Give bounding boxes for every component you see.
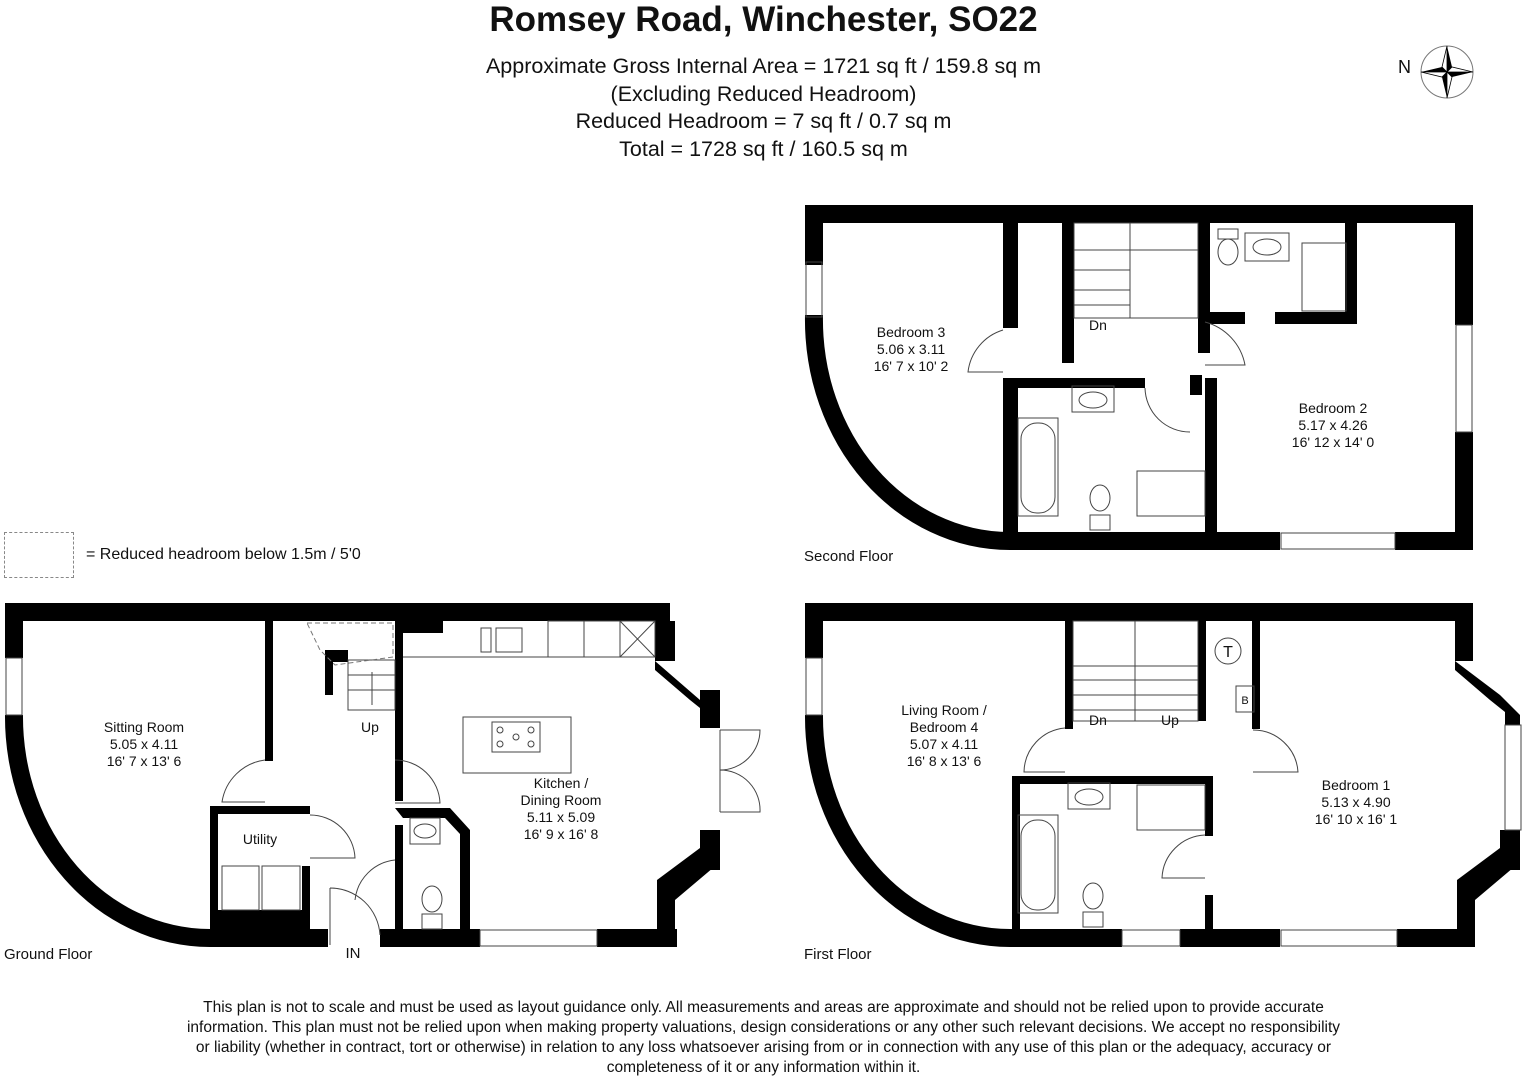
legend: = Reduced headroom below 1.5m / 5'0: [4, 530, 361, 580]
room-metric: 5.13 x 4.90: [1321, 794, 1391, 810]
room-bedroom-3: Bedroom 3 5.06 x 3.11 16' 7 x 10' 2: [874, 324, 949, 375]
reduced-headroom-line: Reduced Headroom = 7 sq ft / 0.7 sq m: [575, 109, 952, 133]
excluding-line: (Excluding Reduced Headroom): [610, 81, 917, 106]
cupboard-t-label: T: [1223, 644, 1233, 661]
ground-stair-label: Up: [361, 719, 379, 735]
disclaimer: This plan is not to scale and must be us…: [186, 999, 1341, 1076]
room-name: Living Room /: [901, 702, 987, 718]
room-name: Utility: [242, 831, 278, 847]
first-floor-walls: [804, 603, 1520, 947]
dashed-box-icon: [4, 532, 74, 578]
room-name: Bedroom 2: [1298, 400, 1368, 416]
room-living-room-bedroom-4: Living Room / Bedroom 4 5.07 x 4.11 16' …: [901, 702, 987, 770]
compass: N: [1396, 43, 1480, 103]
room-sitting-room: Sitting Room 5.05 x 4.11 16' 7 x 13' 6: [104, 719, 184, 770]
room-metric: 5.06 x 3.11: [876, 341, 946, 357]
room-name: Bedroom 3: [876, 324, 946, 340]
first-stair-down-label: Dn: [1089, 712, 1107, 728]
room-metric: 5.05 x 4.11: [109, 736, 179, 752]
room-metric: 5.07 x 4.11: [909, 736, 979, 752]
room-imperial: 16' 7 x 13' 6: [106, 753, 182, 769]
page-title: Romsey Road, Winchester, SO22: [489, 0, 1038, 39]
room-name: Bedroom 1: [1321, 777, 1391, 793]
room-imperial: 16' 7 x 10' 2: [873, 358, 949, 374]
room-utility: Utility: [243, 831, 277, 848]
first-stair-up-label: Up: [1161, 712, 1179, 728]
room-name: Kitchen /: [533, 775, 589, 791]
first-floor-label: First Floor: [804, 946, 872, 963]
north-label: N: [1398, 57, 1411, 77]
room-bedroom-1: Bedroom 1 5.13 x 4.90 16' 10 x 16' 1: [1315, 777, 1397, 828]
entrance-label: IN: [346, 945, 361, 962]
compass-rose-icon: [1420, 45, 1474, 99]
total-area-line: Total = 1728 sq ft / 160.5 sq m: [619, 136, 908, 161]
ground-floor-label: Ground Floor: [4, 946, 93, 963]
room-name-line2: Bedroom 4: [909, 719, 979, 735]
room-imperial: 16' 9 x 16' 8: [523, 826, 599, 842]
area-summary: Approximate Gross Internal Area = 1721 s…: [0, 53, 1527, 163]
legend-text: = Reduced headroom below 1.5m / 5'0: [86, 546, 361, 563]
room-imperial: 16' 10 x 16' 1: [1314, 811, 1398, 827]
room-metric: 5.11 x 5.09: [526, 809, 596, 825]
room-imperial: 16' 12 x 14' 0: [1291, 434, 1375, 450]
room-name: Sitting Room: [103, 719, 185, 735]
room-name-line2: Dining Room: [520, 792, 602, 808]
gross-area-line: Approximate Gross Internal Area = 1721 s…: [485, 54, 1042, 78]
room-metric: 5.17 x 4.26: [1298, 417, 1368, 433]
second-stair-label: Dn: [1089, 317, 1107, 333]
cupboard-b-label: B: [1241, 695, 1248, 707]
room-kitchen-dining: Kitchen / Dining Room 5.11 x 5.09 16' 9 …: [521, 775, 602, 843]
ground-floor-walls: [4, 603, 720, 947]
second-floor-walls: [804, 205, 1473, 551]
second-floor-label: Second Floor: [804, 548, 894, 565]
room-imperial: 16' 8 x 13' 6: [906, 753, 982, 769]
room-bedroom-2: Bedroom 2 5.17 x 4.26 16' 12 x 14' 0: [1292, 400, 1374, 451]
